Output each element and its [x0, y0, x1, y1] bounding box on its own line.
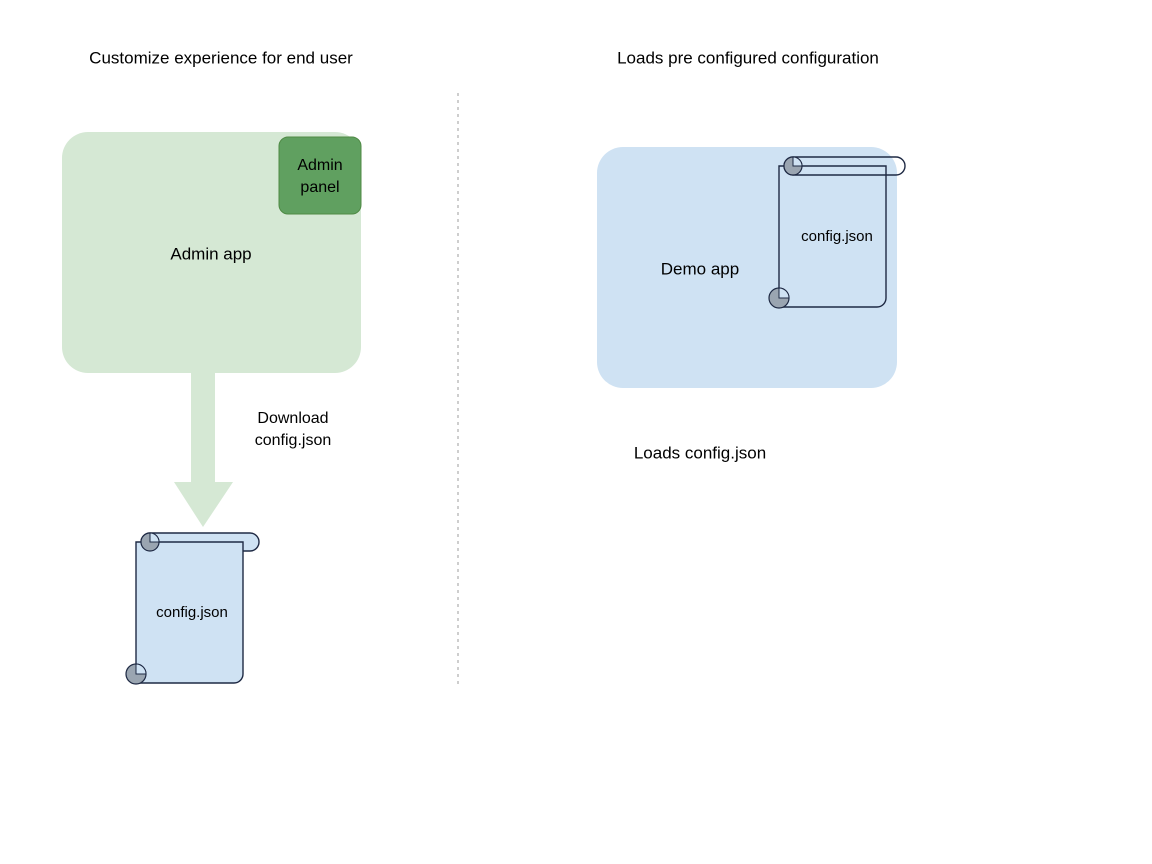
download-arrow: [174, 373, 233, 527]
download-arrow-shape: [174, 373, 233, 527]
right-document-label: config.json: [801, 228, 873, 245]
admin-app-label: Admin app: [170, 244, 251, 263]
left-config-document[interactable]: config.json: [125, 532, 260, 685]
demo-app-box[interactable]: Demo app: [597, 147, 897, 388]
left-document-top-knob-notch: [149, 532, 160, 543]
admin-panel-label-line1: Admin: [297, 157, 342, 174]
demo-app-label: Demo app: [661, 259, 739, 278]
download-arrow-label-line2: config.json: [255, 432, 332, 449]
admin-panel-shape[interactable]: [278, 136, 362, 215]
right-column-caption: Loads config.json: [634, 443, 766, 462]
left-document-label: config.json: [156, 604, 228, 621]
left-column-header: Customize experience for end user: [89, 48, 353, 67]
demo-app-box-shape[interactable]: [597, 147, 897, 388]
admin-panel-label-line2: panel: [300, 179, 339, 196]
right-document-body[interactable]: [778, 165, 887, 308]
right-config-document[interactable]: config.json: [768, 156, 906, 309]
left-document-body[interactable]: [135, 541, 244, 684]
right-column-header: Loads pre configured configuration: [617, 48, 879, 67]
right-document-bottom-knob-notch: [778, 287, 790, 299]
left-document-bottom-knob-notch: [135, 663, 147, 675]
admin-panel-box[interactable]: Admin panel: [278, 136, 362, 215]
right-document-top-knob-notch: [792, 156, 803, 167]
download-arrow-label-line1: Download: [257, 410, 328, 427]
